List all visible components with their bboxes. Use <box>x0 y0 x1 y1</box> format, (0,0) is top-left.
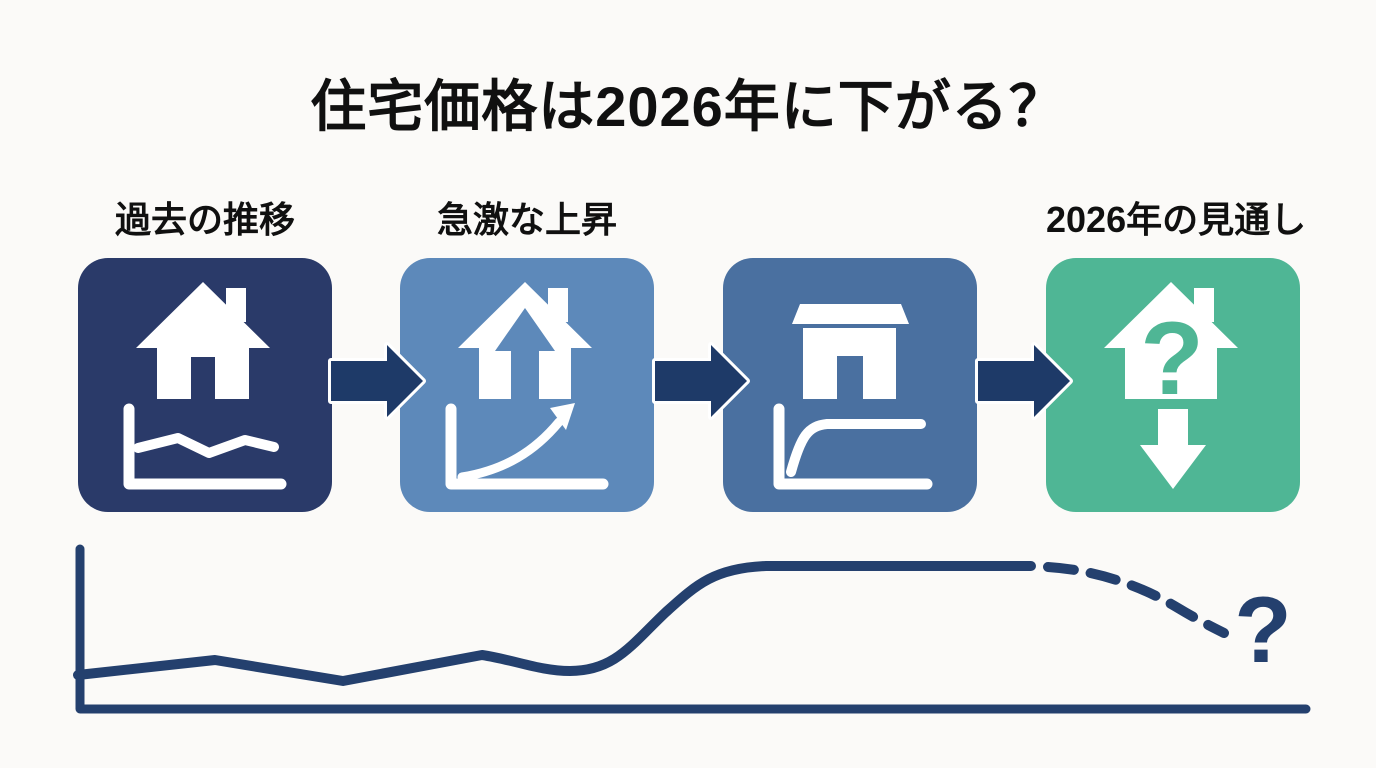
house-up-arrow-icon <box>445 282 609 490</box>
chart-axes <box>75 544 1311 714</box>
down-arrow-icon <box>1140 409 1206 489</box>
house-icon <box>136 282 270 399</box>
step-label-past-trend: 過去の推移 <box>114 199 295 240</box>
up-arrow-icon <box>495 308 555 407</box>
page-title: 住宅価格は2026年に下がる？ <box>310 75 1066 138</box>
step-label-2026-outlook: 2026年の見通し <box>1046 199 1307 240</box>
flow-arrow-1-icon <box>328 342 426 420</box>
step-box-2026-outlook: ? <box>1046 258 1300 512</box>
rising-chart-icon <box>445 403 609 490</box>
forecast-dashed-line <box>1043 562 1229 638</box>
house-flat-trend-icon <box>123 282 287 490</box>
house-question-icon: ? <box>1104 282 1238 489</box>
building-plateau-icon <box>773 304 933 490</box>
door-icon <box>837 356 863 399</box>
step-box-rapid-rise <box>400 258 654 512</box>
flow-arrow-2-icon <box>652 342 750 420</box>
step-label-rapid-rise: 急激な上昇 <box>436 199 617 240</box>
question-mark: ? <box>1234 577 1291 682</box>
flat-trend-chart-icon <box>123 403 287 490</box>
question-mark-icon: ? <box>1140 301 1204 417</box>
building-icon <box>792 304 909 399</box>
house-icon: ? <box>1104 282 1238 417</box>
plateau-chart-icon <box>773 403 933 490</box>
step-box-past-trend <box>78 258 332 512</box>
flow-arrow-3-icon <box>975 342 1073 420</box>
house-icon <box>458 282 592 407</box>
historical-price-line <box>73 561 1036 686</box>
step-box-plateau <box>723 258 977 512</box>
